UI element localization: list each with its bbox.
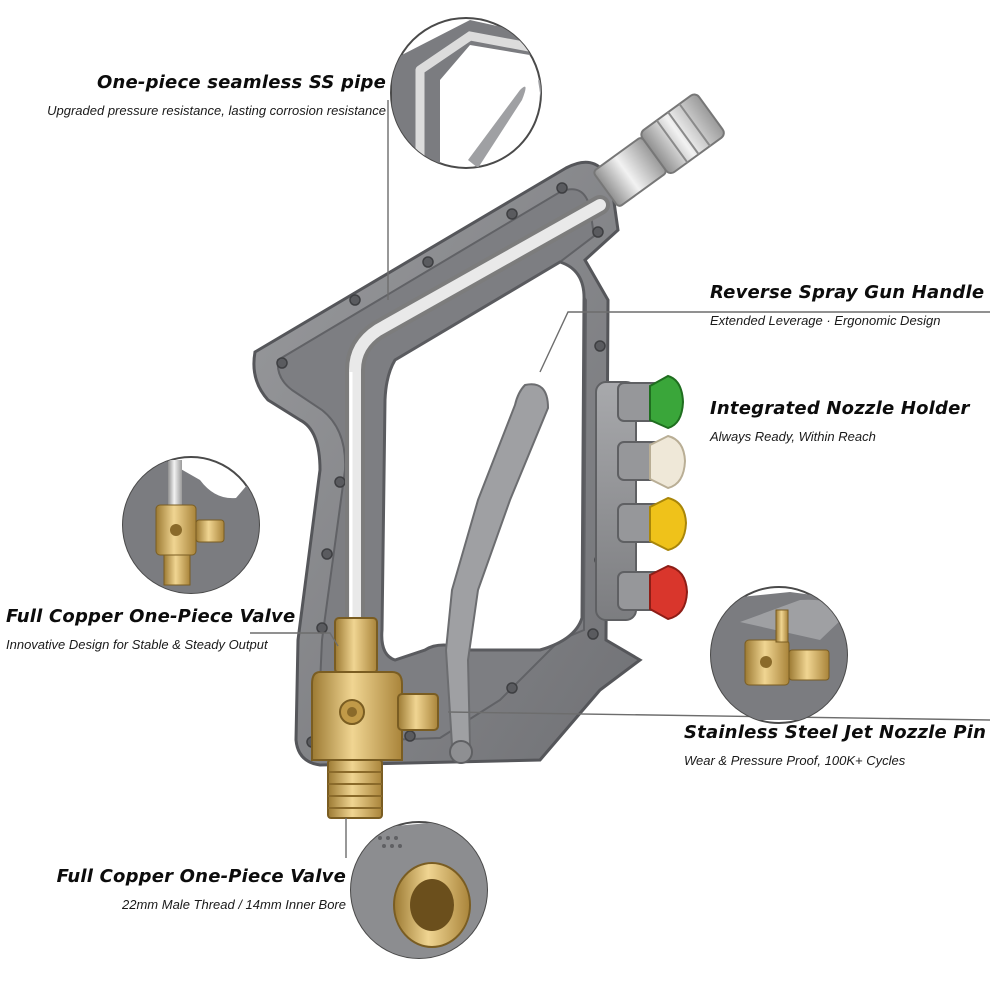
inset-jet-pin-detail (710, 586, 848, 724)
inset-thread-detail (350, 821, 488, 959)
callout-valve-subtitle: Innovative Design for Stable & Steady Ou… (6, 637, 268, 652)
nozzle-tips (649, 374, 689, 621)
callout-nozzle-holder-title: Integrated Nozzle Holder (710, 398, 970, 419)
callout-pipe: One-piece seamless SS pipe Upgraded pres… (47, 72, 386, 118)
callout-thread-subtitle: 22mm Male Thread / 14mm Inner Bore (122, 897, 346, 912)
leader-lines (250, 100, 991, 858)
callout-thread-title: Full Copper One-Piece Valve (56, 866, 346, 887)
inset-valve-detail (122, 456, 260, 594)
callout-pipe-title: One-piece seamless SS pipe (97, 72, 386, 93)
steel-pipe (345, 195, 610, 660)
callout-handle-subtitle: Extended Leverage · Ergonomic Design (710, 313, 941, 328)
callout-nozzle-holder-subtitle: Always Ready, Within Reach (710, 429, 876, 444)
callout-nozzle-holder: Integrated Nozzle Holder Always Ready, W… (710, 398, 970, 444)
callout-jet-pin-subtitle: Wear & Pressure Proof, 100K+ Cycles (684, 753, 906, 768)
nozzle-tip-yellow (649, 496, 688, 552)
nozzle-tip-red (649, 564, 689, 621)
callout-jet-pin-title: Stainless Steel Jet Nozzle Pin (684, 722, 987, 743)
brass-valve (311, 617, 439, 819)
callout-handle: Reverse Spray Gun Handle Extended Levera… (710, 282, 984, 328)
quick-coupler (593, 93, 725, 207)
nozzle-tip-green (649, 374, 685, 430)
callout-jet-pin: Stainless Steel Jet Nozzle Pin Wear & Pr… (684, 722, 986, 768)
inset-pipe-detail (390, 17, 542, 169)
callout-thread: Full Copper One-Piece Valve 22mm Male Th… (57, 866, 346, 912)
callout-valve-title: Full Copper One-Piece Valve (6, 606, 296, 627)
nozzle-tip-white (649, 434, 687, 490)
callout-pipe-subtitle: Upgraded pressure resistance, lasting co… (47, 103, 386, 118)
nozzle-holder (595, 381, 663, 621)
callout-valve: Full Copper One-Piece Valve Innovative D… (6, 606, 295, 652)
callout-handle-title: Reverse Spray Gun Handle (710, 282, 985, 303)
